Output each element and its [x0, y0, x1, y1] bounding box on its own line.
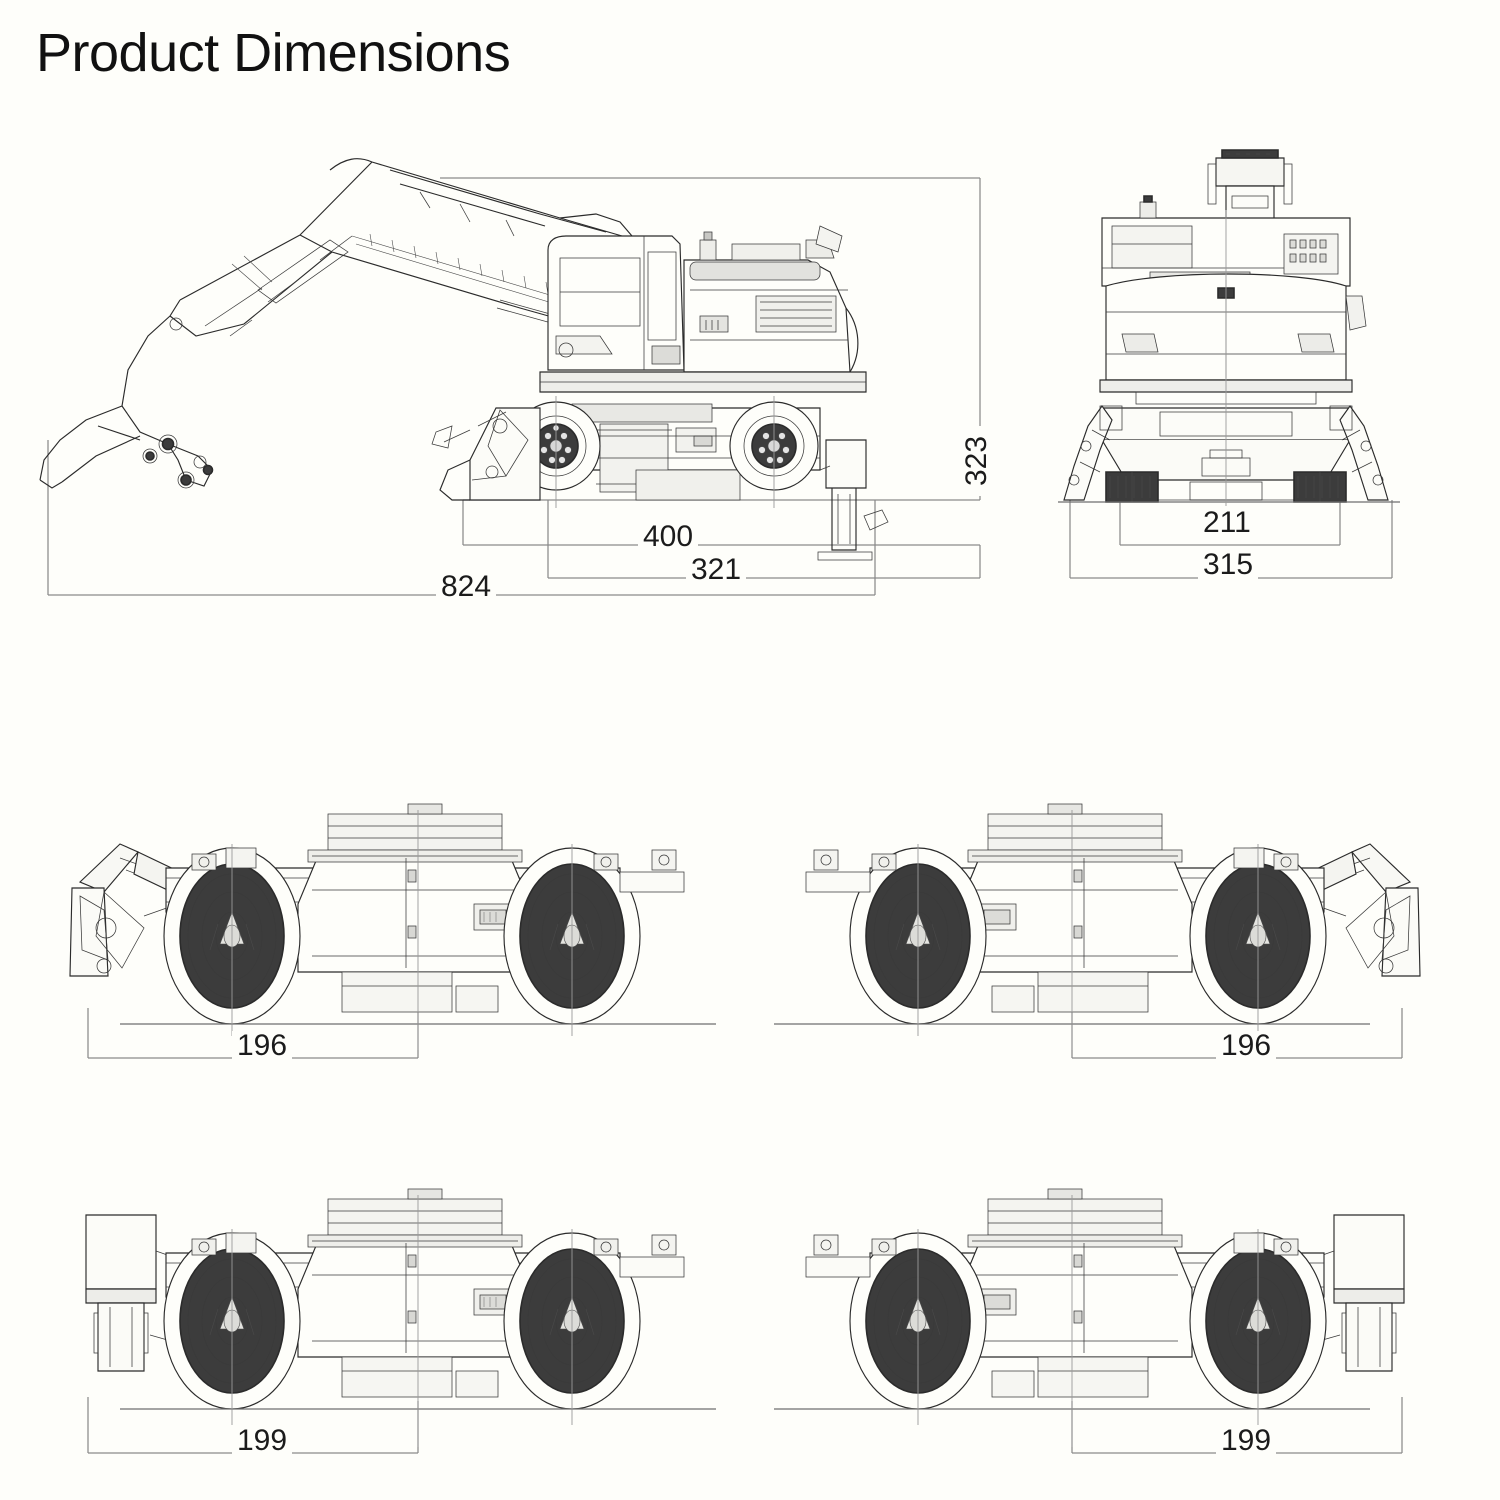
dim-label-323: 323: [960, 426, 993, 496]
front-elevation-view: 211 315: [1040, 140, 1470, 610]
dim-label-211: 211: [1198, 508, 1256, 538]
hub-brackets-bot-right: [805, 1232, 1299, 1278]
chassis-view-outrigger-pad-right: 199: [770, 1185, 1430, 1485]
centre-body-detail-mid-right: [964, 803, 1183, 1013]
chassis-view-blade-left: 196: [60, 800, 720, 1090]
tyre-tread-texture: [1109, 472, 1339, 502]
dim-label-400: 400: [638, 522, 699, 552]
cab-windows: [555, 236, 681, 370]
outrigger-pad-right: [1297, 1214, 1405, 1372]
hub-brackets-mid-right: [805, 847, 1299, 893]
dim-label-824: 824: [436, 572, 497, 602]
outrigger-pad-left: [85, 1214, 193, 1372]
centre-lines-mid-left: [231, 810, 573, 1050]
counterweight: [845, 307, 859, 373]
centre-lines-side: [555, 396, 775, 508]
chassis-detail: [560, 403, 820, 501]
boom-detail-lines: [142, 191, 515, 489]
centre-lines-bot-left: [231, 1195, 573, 1447]
dozer-blade-front: [431, 407, 541, 501]
rear-stabilizer-leg: [817, 439, 889, 561]
dim-label-321: 321: [686, 555, 747, 585]
outrigger-right-front: [1329, 405, 1389, 501]
front-wheel-hub-detail: [540, 424, 572, 464]
dim-label-196-left: 196: [232, 1031, 293, 1061]
dim-label-199-left: 199: [232, 1426, 293, 1456]
hub-brackets-bot-left: [191, 1232, 685, 1278]
hydraulic-hose-texture: [231, 233, 603, 319]
dim-label-315: 315: [1198, 550, 1259, 580]
dim-label-196-right: 196: [1216, 1031, 1277, 1061]
chassis-view-blade-right: 196: [770, 800, 1430, 1090]
centre-lines-bot-right: [917, 1195, 1259, 1447]
page-title: Product Dimensions: [36, 23, 511, 83]
outrigger-left-front: [1063, 405, 1123, 501]
centre-body-detail-bot-left: [307, 1188, 526, 1398]
engine-housing-detail: [689, 225, 848, 341]
centre-body-detail-mid-left: [307, 803, 526, 1013]
hub-brackets-mid-left: [191, 847, 685, 893]
dim-label-199-right: 199: [1216, 1426, 1277, 1456]
chassis-view-outrigger-pad-left: 199: [60, 1185, 720, 1485]
upper-frame-deck: [539, 371, 867, 393]
centre-lines-mid-right: [917, 810, 1259, 1050]
side-elevation-view: 323 400 321 824: [0, 140, 1010, 610]
centre-body-detail-bot-right: [964, 1188, 1183, 1398]
